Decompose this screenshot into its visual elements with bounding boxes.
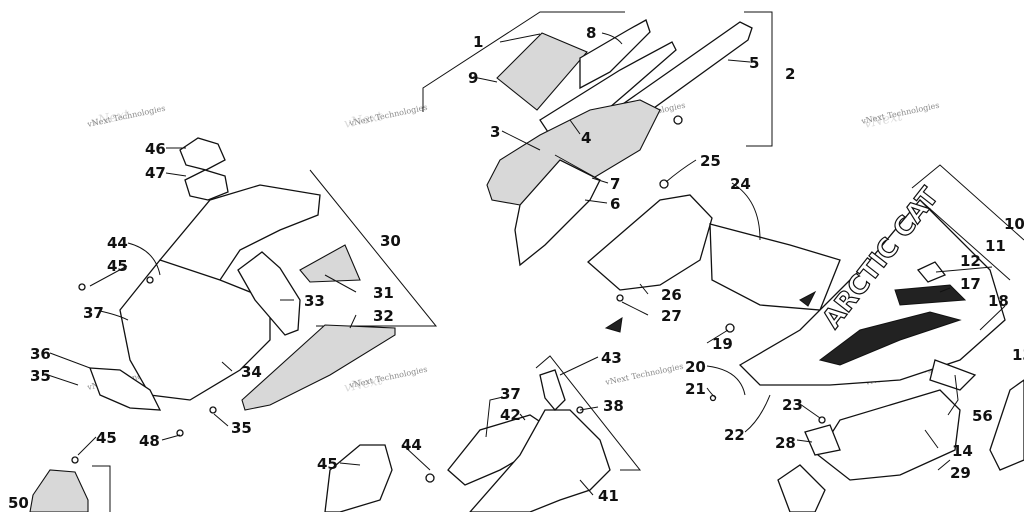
hood-top-assembly <box>422 11 773 267</box>
bottom-left-parts <box>29 444 435 512</box>
callout-11: 11 <box>985 237 1006 255</box>
hood-11 <box>738 199 1006 386</box>
callout-44-left: 44 <box>107 234 128 252</box>
callout-35-bottom: 35 <box>231 419 252 437</box>
callout-45-bottom-left: 45 <box>96 429 117 447</box>
decal-31 <box>299 244 361 283</box>
callout-10: 10 <box>1004 215 1024 233</box>
callout-56: 56 <box>972 407 993 425</box>
panel-41 <box>469 409 611 512</box>
callout-47: 47 <box>145 164 166 182</box>
callout-1: 1 <box>473 33 483 51</box>
callout-46: 46 <box>145 140 166 158</box>
callout-7: 7 <box>610 175 620 193</box>
windshield-9 <box>496 32 588 111</box>
callout-22: 22 <box>724 426 745 444</box>
callout-37-bottom: 37 <box>500 385 521 403</box>
panel-14 <box>817 389 961 481</box>
leader-lines <box>47 32 1006 496</box>
plate-bottom <box>777 464 826 512</box>
stripe-17 <box>894 284 967 306</box>
callout-8: 8 <box>586 24 596 42</box>
callout-labels: 1 2 3 4 5 6 7 8 9 10 11 12 13 14 17 18 1… <box>8 24 1024 512</box>
callout-34: 34 <box>241 363 262 381</box>
callout-6: 6 <box>610 195 620 213</box>
callout-31: 31 <box>373 284 394 302</box>
bracket-28 <box>804 424 841 456</box>
callout-5: 5 <box>749 54 759 72</box>
callout-14: 14 <box>952 442 973 460</box>
callout-27: 27 <box>661 307 682 325</box>
callout-12: 12 <box>960 252 981 270</box>
hood-3 <box>486 99 661 206</box>
callout-9: 9 <box>468 69 478 87</box>
callout-25: 25 <box>700 152 721 170</box>
callout-18: 18 <box>988 292 1009 310</box>
callout-45-bottom: 45 <box>317 455 338 473</box>
panel-36 <box>89 367 162 411</box>
callout-30: 30 <box>380 232 401 250</box>
callout-33: 33 <box>304 292 325 310</box>
callout-36: 36 <box>30 345 51 363</box>
clip-56 <box>929 359 977 391</box>
gasket-46 <box>179 137 226 171</box>
callout-35-left: 35 <box>30 367 51 385</box>
callout-19: 19 <box>712 335 733 353</box>
callout-41: 41 <box>598 487 619 505</box>
pod-26 <box>587 194 713 291</box>
callout-24: 24 <box>730 175 751 193</box>
side-pod-assembly <box>587 179 841 333</box>
panel-32 <box>241 324 396 411</box>
callout-2: 2 <box>785 65 795 83</box>
badge-12 <box>916 261 947 283</box>
callout-23: 23 <box>782 396 803 414</box>
callout-17: 17 <box>960 275 981 293</box>
callout-13: 13 <box>1012 346 1024 364</box>
side-panel-assembly <box>447 355 642 512</box>
callout-44-bottom: 44 <box>401 436 422 454</box>
callout-29: 29 <box>950 464 971 482</box>
callout-26: 26 <box>661 286 682 304</box>
callout-28: 28 <box>775 434 796 452</box>
callout-48: 48 <box>139 432 160 450</box>
bracket-33 <box>237 251 301 336</box>
callout-37-left: 37 <box>83 304 104 322</box>
callout-21: 21 <box>685 380 706 398</box>
callout-43: 43 <box>601 349 622 367</box>
callout-20: 20 <box>685 358 706 376</box>
callout-38: 38 <box>603 397 624 415</box>
callout-4: 4 <box>581 129 591 147</box>
callout-3: 3 <box>490 123 500 141</box>
gasket-47 <box>184 169 229 201</box>
callout-50: 50 <box>8 494 29 512</box>
console-assembly <box>71 137 438 464</box>
panel-6 <box>514 159 601 267</box>
panel-50 <box>29 469 89 512</box>
panel-24 <box>709 223 841 311</box>
callout-32: 32 <box>373 307 394 325</box>
callout-45-left: 45 <box>107 257 128 275</box>
callout-42: 42 <box>500 406 521 424</box>
